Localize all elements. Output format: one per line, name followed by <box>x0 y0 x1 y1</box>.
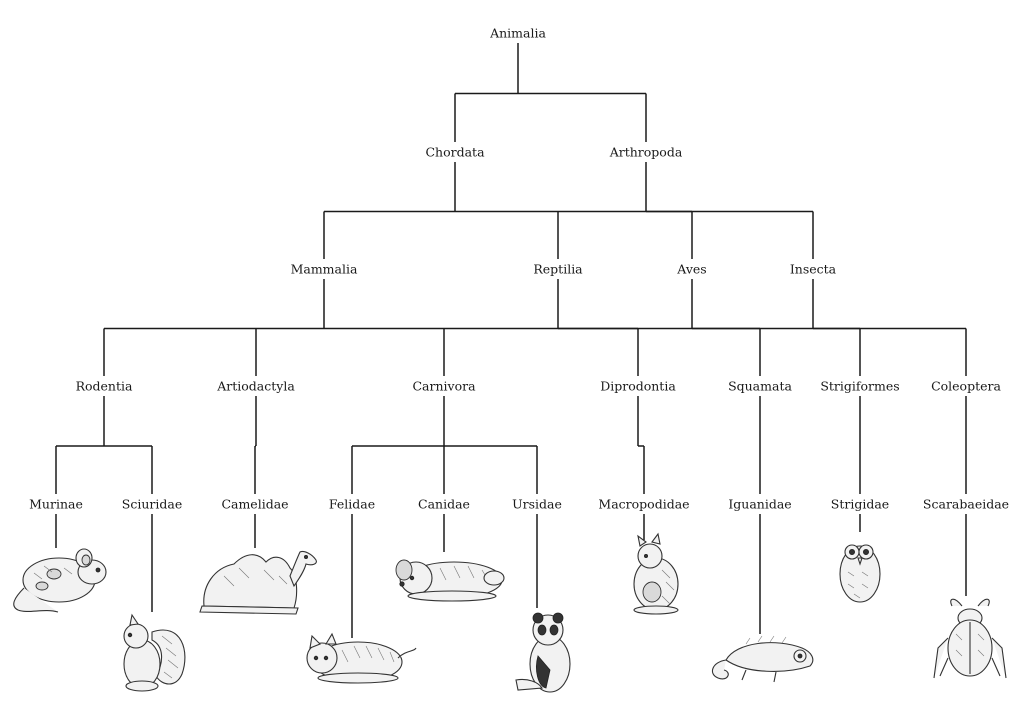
node-aves: Aves <box>675 261 709 277</box>
node-iguanidae: Iguanidae <box>726 496 794 512</box>
node-carnivora: Carnivora <box>410 378 478 394</box>
tree-edges <box>55 43 967 638</box>
mouse-illustration <box>13 548 107 613</box>
node-squamata: Squamata <box>726 378 794 394</box>
panda-illustration <box>515 612 571 693</box>
owl-illustration <box>839 544 881 603</box>
node-camelidae: Camelidae <box>219 496 291 512</box>
squirrel-illustration <box>123 613 186 692</box>
node-animalia: Animalia <box>488 25 548 41</box>
node-canidae: Canidae <box>416 496 472 512</box>
node-murinae: Murinae <box>27 496 85 512</box>
node-strigidae: Strigidae <box>828 496 892 512</box>
node-reptilia: Reptilia <box>531 261 585 277</box>
node-mammalia: Mammalia <box>288 261 360 277</box>
node-coleoptera: Coleoptera <box>929 378 1003 394</box>
node-insecta: Insecta <box>787 261 839 277</box>
node-strigiformes: Strigiformes <box>818 378 902 394</box>
kangaroo-illustration <box>633 532 679 615</box>
node-sciuridae: Sciuridae <box>119 496 185 512</box>
node-arthropoda: Arthropoda <box>607 144 685 160</box>
chameleon-illustration <box>711 635 814 683</box>
beetle-illustration <box>933 598 1007 679</box>
node-felidae: Felidae <box>326 496 378 512</box>
node-artiodactyla: Artiodactyla <box>215 378 297 394</box>
node-macropodidae: Macropodidae <box>596 496 692 512</box>
node-diprodontia: Diprodontia <box>598 378 678 394</box>
node-chordata: Chordata <box>423 144 487 160</box>
node-ursidae: Ursidae <box>510 496 564 512</box>
node-rodentia: Rodentia <box>73 378 135 394</box>
cat-illustration <box>306 632 417 684</box>
node-scarabaeidae: Scarabaeidae <box>920 496 1012 512</box>
camel-illustration <box>199 550 317 615</box>
dog-illustration <box>395 559 505 602</box>
